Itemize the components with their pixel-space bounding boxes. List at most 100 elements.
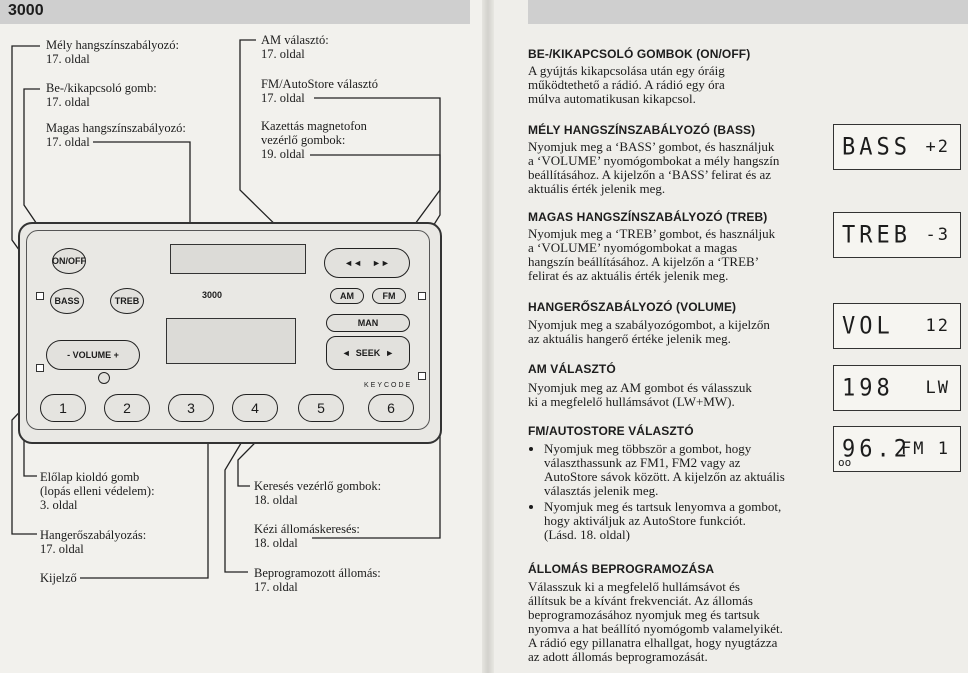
callout-display-title: Kijelző [40,571,77,585]
callout-manual-title: Kézi állomáskeresés: [254,522,360,536]
stereo-icon: oo [838,456,852,469]
text-line: múlva automatikusan kikapcsol. [528,91,696,106]
list-item: Nyomjuk meg többször a gombot, hogy vála… [544,442,818,498]
onoff-button[interactable]: ON/OFF [52,248,86,274]
text-line: a ‘VOLUME’ nyomógombokat a magas [528,240,738,255]
volume-button[interactable]: - VOLUME + [46,340,140,370]
text-line: A gyújtás kikapcsolása után egy óráig [528,63,725,78]
section-body-onoff: A gyújtás kikapcsolása után egy óráig mű… [528,64,818,106]
callout-fm-page: 17. oldal [261,91,305,105]
fm-button[interactable]: FM [372,288,406,304]
lcd-main-text: VOL [842,312,894,341]
text-line: Válasszuk ki a megfelelő hullámsávot és [528,579,740,594]
page-number: 3000 [8,2,44,19]
callout-am-title: AM választó: [261,33,329,47]
volume-plus: + [113,350,119,360]
text-line: Nyomjuk meg és tartsuk lenyomva a gombot… [544,499,782,514]
lcd-value-text: -3 [925,225,950,245]
callout-volume-page: 17. oldal [40,542,84,556]
callout-treble: Magas hangszínszabályozó: 17. oldal [46,121,186,149]
page-header-bar: 3000 [0,0,470,24]
seek-label: SEEK [355,348,381,358]
text-line: felirat és az aktuális érték jelenik meg… [528,268,729,283]
section-body-bass: Nyomjuk meg a ‘BASS’ gombot, és használj… [528,140,818,196]
text-line: működtethető a rádió. A rádió egy óra [528,77,725,92]
callout-manual: Kézi állomáskeresés: 18. oldal [254,522,360,550]
lcd-main-text: TREB [842,221,911,250]
lcd-display-bass: BASS +2 [833,124,961,170]
text-line: aktuális érték jelenik meg. [528,181,666,196]
ffwd-icon: ►► [372,258,390,268]
text-line: választás jelenik meg. [544,483,659,498]
seek-button[interactable]: ◄ SEEK ► [326,336,410,370]
panel-marker [418,372,426,380]
callout-preset: Beprogramozott állomás: 17. oldal [254,566,381,594]
callout-bass-page: 17. oldal [46,52,90,66]
text-line: beprogramozásához nyomjuk meg és tartsuk [528,607,760,622]
callout-manual-page: 18. oldal [254,536,298,550]
treb-button[interactable]: TREB [110,288,144,314]
callout-volume: Hangerőszabályozás: 17. oldal [40,528,146,556]
tape-control-button[interactable]: ◄◄ ►► [324,248,410,278]
callout-bass-title: Mély hangszínszabályozó: [46,38,179,52]
lcd-display-treb: TREB -3 [833,212,961,258]
radio-front-panel: ON/OFF BASS TREB 3000 - VOLUME + ◄◄ ►► A… [18,222,442,444]
callout-release: Előlap kioldó gomb (lopás elleni védelem… [40,470,155,512]
callout-am-page: 17. oldal [261,47,305,61]
callout-volume-title: Hangerőszabályozás: [40,528,147,542]
text-line: Nyomjuk meg az AM gombot és válasszuk [528,380,752,395]
right-header-bar [528,0,968,24]
preset-button-5[interactable]: 5 [298,394,344,422]
cassette-slot [170,244,306,274]
callout-tape-subtitle: vezérlő gombok: [261,133,346,147]
section-title-preset: ÁLLOMÁS BEPROGRAMOZÁSA [528,562,715,576]
section-body-fm: Nyomjuk meg többször a gombot, hogy vála… [528,442,818,544]
callout-release-title: Előlap kioldó gomb [40,470,140,484]
radio-display [166,318,296,364]
section-title-bass: MÉLY HANGSZÍNSZABÁLYOZÓ (BASS) [528,123,756,137]
text-line: Nyomjuk meg a ‘BASS’ gombot, és használj… [528,139,775,154]
text-line: (Lásd. 18. oldal) [544,527,630,542]
callout-release-subtitle: (lopás elleni védelem): [40,484,155,498]
callout-preset-title: Beprogramozott állomás: [254,566,381,580]
volume-label: VOLUME [72,350,112,360]
text-line: az adott állomás beprogramozását. [528,649,708,664]
am-button[interactable]: AM [330,288,364,304]
text-line: választhassunk az FM1, FM2 vagy az [544,455,741,470]
section-body-volume: Nyomjuk meg a szabályozógombot, a kijelz… [528,318,818,346]
radio-model-label: 3000 [202,290,223,300]
text-line: AutoStore sávok között. A kijelzőn az ak… [544,469,785,484]
bass-button[interactable]: BASS [50,288,84,314]
callout-treble-title: Magas hangszínszabályozó: [46,121,186,135]
lcd-display-am: 198 LW [833,365,961,411]
callout-am: AM választó: 17. oldal [261,33,329,61]
panel-marker [418,292,426,300]
section-title-onoff: BE-/KIKAPCSOLÓ GOMBOK (ON/OFF) [528,47,751,61]
preset-button-4[interactable]: 4 [232,394,278,422]
seek-left-icon: ◄ [341,348,351,358]
text-line: A rádió egy pillanatra elhallgat, hogy n… [528,635,778,650]
preset-button-3[interactable]: 3 [168,394,214,422]
section-title-treb: MAGAS HANGSZÍNSZABÁLYOZÓ (TREB) [528,210,768,224]
seek-right-icon: ► [385,348,395,358]
callout-preset-page: 17. oldal [254,580,298,594]
fm-bullet-list: Nyomjuk meg többször a gombot, hogy vála… [528,442,818,542]
page-gutter [482,0,494,673]
callout-fm: FM/AutoStore választó 17. oldal [261,77,378,105]
text-line: nyomva a hat beállító nyomógomb valamely… [528,621,783,636]
panel-marker [36,292,44,300]
release-button[interactable] [98,372,110,384]
callout-tape-page: 19. oldal [261,147,305,161]
callout-onoff: Be-/kikapcsoló gomb: 17. oldal [46,81,157,109]
text-line: ki a megfelelő hullámsávot (LW+MW). [528,394,735,409]
preset-button-1[interactable]: 1 [40,394,86,422]
text-line: állítsuk be a kívánt frekvenciát. Az áll… [528,593,753,608]
lcd-value-text: +2 [925,137,950,157]
text-line: beállításához. A kijelzőn a ‘BASS’ felir… [528,167,772,182]
lcd-value-text: 12 [925,316,950,336]
preset-button-6[interactable]: 6 [368,394,414,422]
callout-seek-page: 18. oldal [254,493,298,507]
man-button[interactable]: MAN [326,314,410,332]
preset-button-2[interactable]: 2 [104,394,150,422]
callout-tape-title: Kazettás magnetofon [261,119,367,133]
